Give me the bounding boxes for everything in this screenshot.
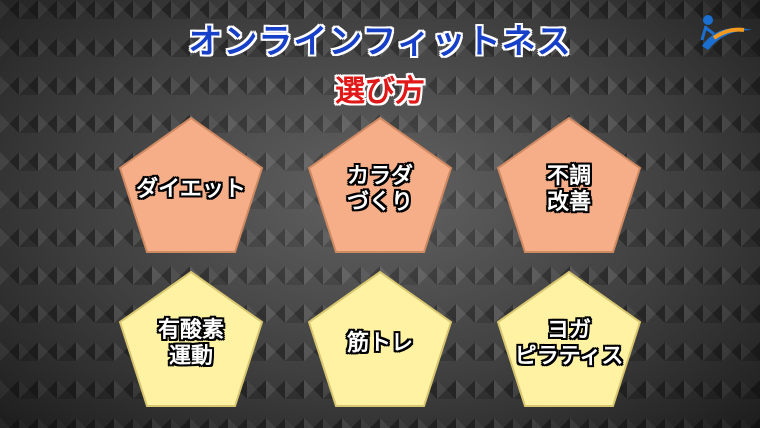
card-label-line: ダイエット (136, 176, 246, 202)
card-label-line: ピラティス (514, 344, 624, 369)
card-label-line: づくり (346, 190, 413, 215)
page-subtitle: 選び方 (335, 74, 425, 109)
card-label-line: 不調 (546, 163, 591, 189)
card-condition-improvement: 不調 改善 (494, 114, 644, 256)
card-label-line: 改善 (546, 190, 591, 215)
card-label-line: 運動 (168, 344, 213, 369)
card-label-line: 有酸素 (157, 317, 224, 343)
page-title: オンラインフィットネス (188, 22, 572, 62)
card-label-line: 筋トレ (346, 330, 413, 356)
card-label-line: カラダ (346, 163, 413, 189)
brand-logo-icon (694, 8, 756, 58)
card-yoga-pilates: ヨガ ピラティス (494, 268, 644, 410)
card-aerobic-exercise: 有酸素 運動 (116, 268, 266, 410)
card-diet: ダイエット (116, 114, 266, 256)
card-label-line: ヨガ (546, 317, 591, 343)
card-strength-training: 筋トレ (305, 268, 455, 410)
card-body-making: カラダ づくり (305, 114, 455, 256)
